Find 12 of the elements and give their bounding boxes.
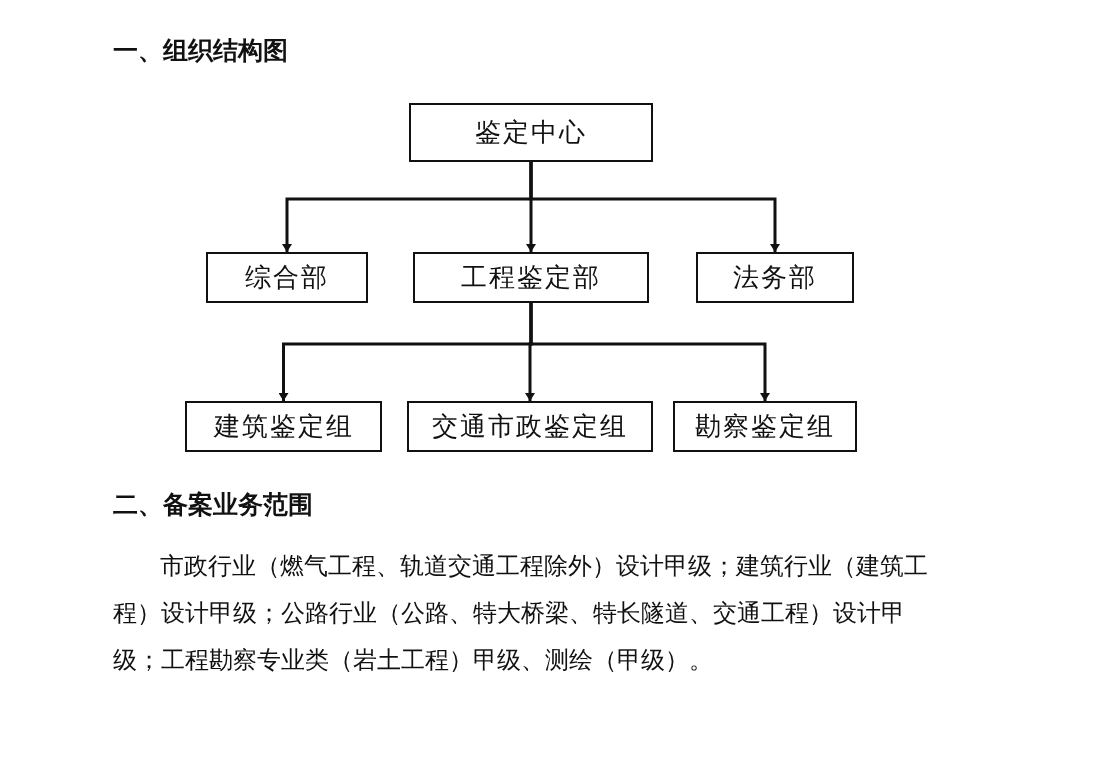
org-box: 交通市政鉴定组	[407, 401, 653, 452]
org-box: 建筑鉴定组	[185, 401, 382, 452]
arrow	[529, 162, 780, 252]
heading: 一、组织结构图	[113, 35, 288, 67]
org-box: 鉴定中心	[409, 103, 653, 162]
org-box: 综合部	[206, 252, 368, 303]
arrow	[529, 303, 770, 401]
paragraph: 市政行业（燃气工程、轨道交通工程除外）设计甲级；建筑行业（建筑工程）设计甲级；公路行业（公路、特大桥梁、特长隧道、交通工程）设计甲级；工程勘察专业类（岩土工程）甲级、测绘（甲级）。	[113, 551, 929, 676]
heading: 二、备案业务范围	[113, 489, 313, 521]
org-box: 勘察鉴定组	[673, 401, 857, 452]
org-box: 法务部	[696, 252, 854, 303]
org-box: 工程鉴定部	[413, 252, 649, 303]
